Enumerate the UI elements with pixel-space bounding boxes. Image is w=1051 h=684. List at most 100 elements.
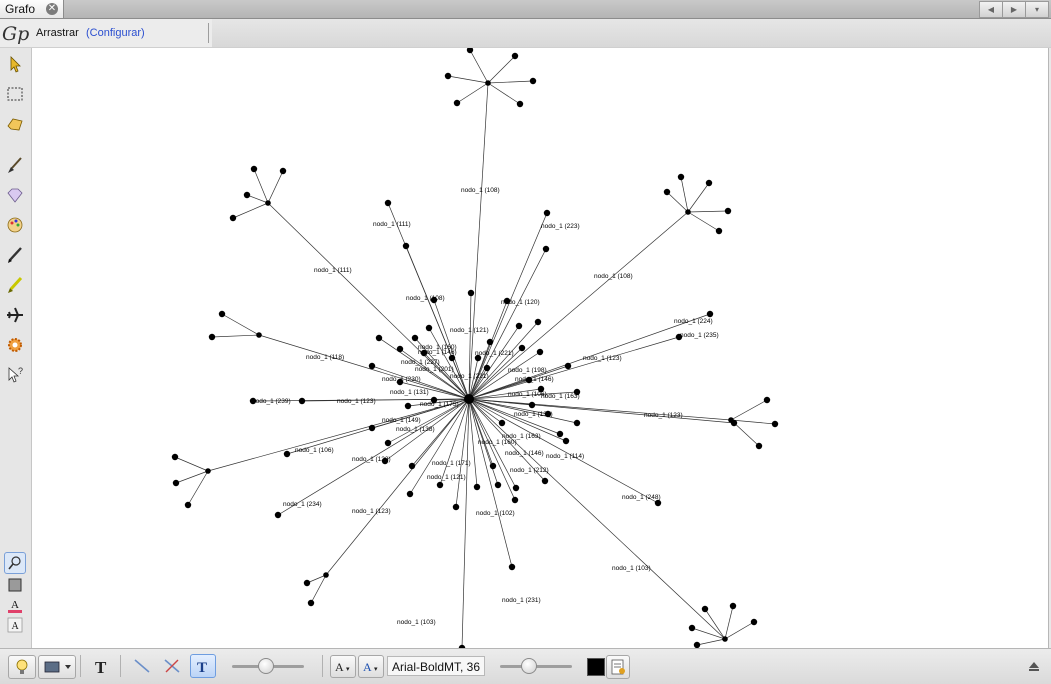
graph-edge [277,398,470,516]
graph-node [536,348,544,356]
font-color-button[interactable]: A▾ [358,655,384,678]
screenshot-menu-button[interactable] [38,655,76,679]
close-icon[interactable]: ✕ [46,3,58,15]
node-label: nodo_1 (234) [283,501,322,508]
highlighter-icon[interactable] [4,274,26,296]
gem-icon[interactable] [4,184,26,206]
node-label: nodo_1 (212) [510,467,549,474]
node-label: nodo_1 (111) [314,267,352,274]
graph-edge [399,348,470,400]
graph-edge [687,182,710,213]
gear-icon[interactable] [4,334,26,356]
graph-node [473,483,481,491]
node-label: nodo_1 (123) [583,355,622,362]
graph-edge [456,82,489,104]
menu-icon[interactable]: ▾ [1025,1,1049,18]
graph-node [511,496,519,504]
node-label: nodo_1 (221) [475,350,514,357]
help-pointer-icon[interactable]: ? [4,364,26,386]
graph-node [229,214,237,222]
airplane-icon[interactable] [4,304,26,326]
graph-node [466,48,474,54]
font-name-field[interactable]: Arial-BoldMT, 36 [387,656,485,676]
graph-node [543,209,551,217]
graph-node [663,188,671,196]
graph-node [411,334,419,342]
graph-edge [433,299,470,400]
graph-node [724,207,732,215]
graph-edge [439,398,470,486]
edge-icon[interactable] [132,656,152,676]
label-size-slider[interactable] [258,658,274,674]
toolbar-divider [208,23,209,43]
tab-grafo[interactable]: Grafo ✕ [0,0,64,18]
chevron-left-icon[interactable]: ◀ [979,1,1003,18]
statusbar-divider [322,655,323,677]
graph-node [458,644,466,648]
configure-link[interactable]: (Configurar) [86,27,145,39]
font-size-slider[interactable] [521,658,537,674]
node-color-icon[interactable] [4,574,26,596]
brush-icon[interactable] [4,154,26,176]
chevron-right-icon[interactable]: ▶ [1002,1,1026,18]
svg-text:T: T [197,660,207,676]
graph-edge [666,191,689,213]
graph-node [408,462,416,470]
properties-icon[interactable] [606,655,630,679]
graph-edge [175,470,209,484]
graph-node [729,602,737,610]
zoom-icon[interactable] [4,552,26,574]
node-label: nodo_1 (121) [427,474,466,481]
node-label: nodo_1 (114) [546,453,584,460]
node-label: nodo_1 (102) [476,510,515,517]
svg-text:A: A [335,660,344,674]
graph-node [396,378,404,386]
lightbulb-icon[interactable] [8,655,36,679]
graph-edge [468,398,726,640]
graph-svg[interactable]: nodo_1 (108)nodo_1 (111)nodo_1 (223)nodo… [32,48,1048,648]
node-label: nodo_1 (108) [461,187,500,194]
palette-icon[interactable] [4,214,26,236]
graph-edge [724,605,734,640]
node-label: nodo_1 (106) [508,391,547,398]
graph-node [485,80,491,86]
graph-node [279,167,287,175]
graph-edge [680,176,689,213]
rectangle-select-icon[interactable] [4,83,26,105]
node-label: nodo_1 (149) [382,417,421,424]
node-label: nodo_1 (121) [450,327,489,334]
graph-edge [468,398,732,421]
expand-panel-icon[interactable] [1027,659,1041,673]
graph-edge [468,367,488,400]
graph-node [171,453,179,461]
pointer-arrow-icon[interactable] [4,53,26,75]
graph-edge [691,627,726,640]
node-label: nodo_1 (123) [352,508,391,515]
node-label: nodo_1 (198) [508,367,547,374]
graph-node [542,245,550,253]
edge-labels-toggle[interactable]: T [190,654,216,678]
graph-node [573,388,581,396]
svg-text:A: A [11,599,19,611]
lasso-select-icon[interactable] [4,113,26,135]
pencil-icon[interactable] [4,244,26,266]
graph-node [467,289,475,297]
hide-edges-icon[interactable] [162,656,182,676]
graph-node [298,397,306,405]
node-label: nodo_1 (138) [396,426,435,433]
text-color-swatch[interactable] [587,658,605,676]
show-labels-icon[interactable]: T [92,656,112,677]
graph-node [677,173,685,181]
graph-node [265,200,271,206]
node-label: nodo_1 (103) [612,565,651,572]
node-label: nodo_1 (160) [478,439,517,446]
text-size-icon[interactable]: A [4,614,26,636]
graph-node [464,394,474,404]
text-color-icon[interactable]: A [4,594,26,616]
graph-node [307,599,315,607]
graph-edge [451,357,470,400]
font-button[interactable]: A▾ [330,655,356,678]
graph-canvas[interactable]: nodo_1 (108)nodo_1 (111)nodo_1 (223)nodo… [32,48,1049,648]
graph-edge [468,248,547,400]
graph-edge [411,398,470,467]
